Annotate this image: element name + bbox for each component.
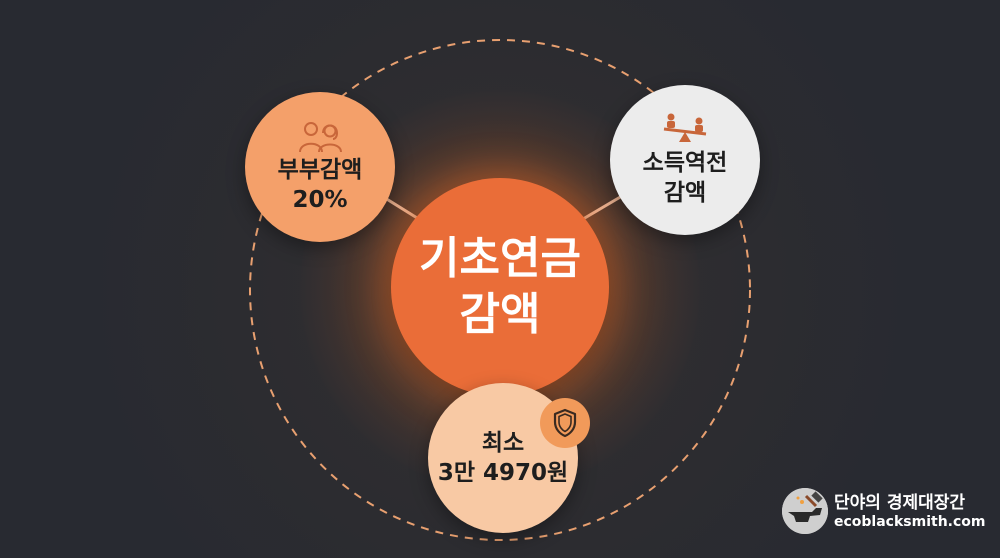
income-reversal-node: 소득역전 감액	[610, 85, 760, 235]
minimum-label-line1: 최소	[481, 430, 525, 456]
anvil-logo-icon	[782, 488, 828, 534]
watermark-url: ecoblacksmith.com	[834, 514, 986, 530]
couple-label-line1: 부부감액	[277, 157, 363, 183]
shield-badge	[540, 398, 590, 448]
couple-label-line2: 20%	[292, 187, 348, 213]
income-label-line2: 감액	[663, 180, 707, 206]
center-label-line1: 기초연금	[419, 233, 581, 284]
income-label-line1: 소득역전	[642, 150, 728, 176]
connector-right	[577, 194, 623, 224]
shield-icon	[553, 408, 577, 438]
watermark: 단야의 경제대장간 ecoblacksmith.com	[782, 486, 986, 538]
couple-reduction-node: 부부감액 20%	[245, 92, 395, 242]
center-node: 기초연금 감액	[391, 178, 609, 396]
balance-scale-icon	[663, 113, 707, 142]
watermark-title: 단야의 경제대장간	[834, 493, 966, 513]
center-label-line2: 감액	[459, 289, 541, 340]
minimum-label-line2: 3만 4970원	[437, 460, 569, 486]
dashed-orbit-ring	[249, 39, 751, 541]
couple-icon	[299, 122, 342, 153]
minimum-amount-node: 최소 3만 4970원	[428, 383, 578, 533]
